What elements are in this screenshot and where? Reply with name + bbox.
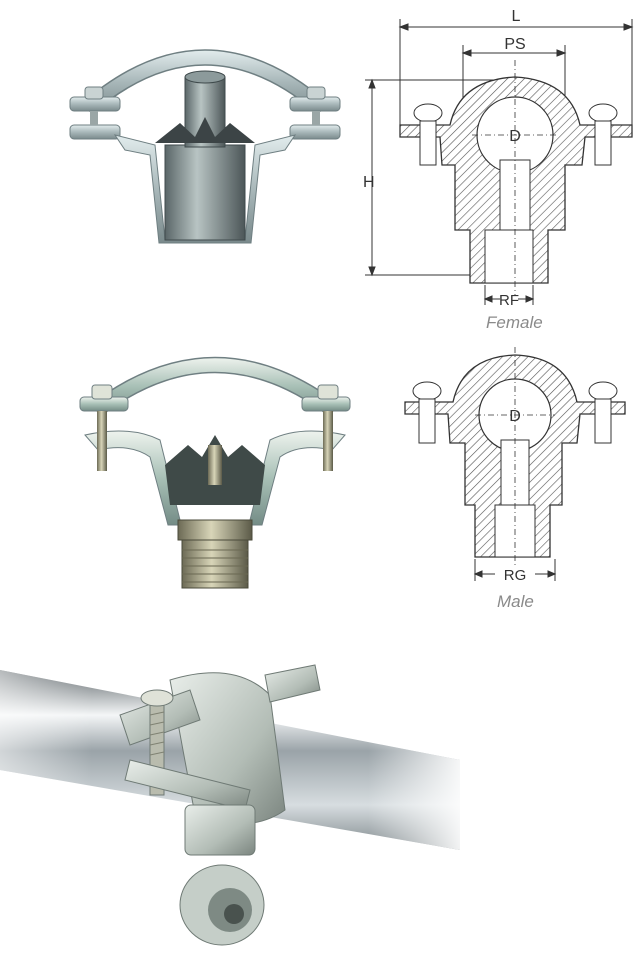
- label-length: L: [512, 8, 521, 25]
- female-cross-section-drawing: L PS H D RF: [363, 8, 634, 309]
- label-diameter-male: D: [509, 408, 521, 425]
- label-male-thread: RG: [504, 567, 527, 584]
- male-cross-section-drawing: D RG: [404, 347, 626, 584]
- caption-female: Female: [486, 313, 543, 332]
- caption-male: Male: [497, 592, 534, 611]
- male-saddle-clamp-photo: [79, 356, 351, 589]
- female-saddle-clamp-photo: [69, 49, 341, 244]
- label-height: H: [363, 174, 375, 191]
- label-pipe-span: PS: [504, 36, 525, 53]
- label-diameter-female: D: [509, 128, 521, 145]
- label-female-thread: RF: [499, 292, 519, 309]
- clamp-on-pipe-photo: [0, 664, 460, 946]
